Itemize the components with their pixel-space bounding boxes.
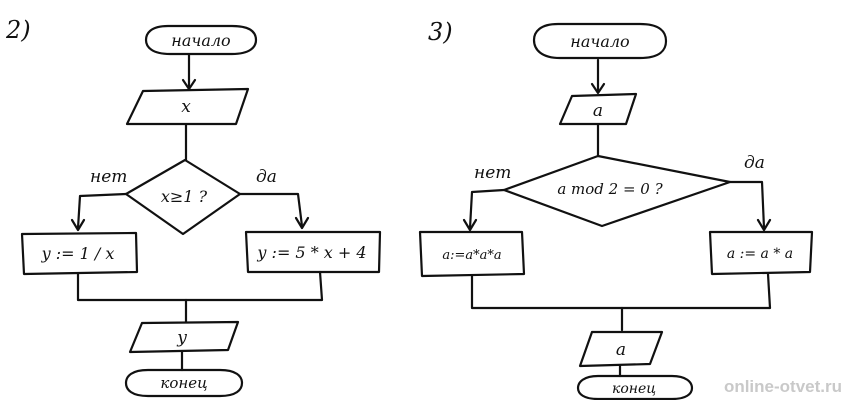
left-input-parallelogram [125, 87, 250, 126]
right-arrowhead-start-input [590, 82, 606, 95]
left-start-text: начало [171, 31, 230, 50]
right-start-text: начало [570, 32, 629, 51]
left-start-terminal [144, 24, 258, 56]
right-yes-arrowhead [756, 218, 772, 232]
left-condition-diamond [124, 158, 242, 236]
right-no-action-text: a:=a*a*a [442, 248, 501, 263]
right-end-terminal [576, 374, 694, 401]
right-yes-action-box [708, 230, 814, 276]
left-output-parallelogram [128, 320, 240, 354]
right-yes-branch [728, 180, 766, 230]
left-flowchart: 2) начало x x≥1 ? нет да y := 1 / x y :=… [5, 16, 382, 398]
left-yes-label: да [256, 167, 277, 187]
right-flowchart-label: 3) [428, 18, 453, 46]
right-input-parallelogram [558, 92, 638, 126]
left-no-arrowhead [70, 218, 86, 232]
right-output-text: a [616, 340, 626, 360]
left-merge-line [76, 270, 324, 302]
left-end-text: конец [160, 374, 207, 392]
left-flowchart-label: 2) [5, 16, 31, 44]
right-flowchart: 3) начало a a mod 2 = 0 ? нет да a:=a*a*… [418, 18, 814, 401]
left-yes-branch [238, 192, 304, 228]
right-no-action-box [418, 230, 526, 278]
left-condition-text: x≥1 ? [161, 187, 208, 206]
right-end-text: конец [612, 381, 656, 397]
left-yes-action-box [244, 230, 382, 274]
left-no-action-text: y := 1 / x [41, 244, 115, 263]
left-yes-action-text: y := 5 * x + 4 [256, 243, 366, 262]
right-start-terminal [532, 22, 668, 60]
right-yes-label: да [744, 153, 765, 173]
right-condition-diamond [502, 154, 732, 228]
right-input-text: a [593, 101, 603, 121]
watermark-text: online-otvet.ru [724, 377, 842, 396]
left-no-label: нет [90, 167, 127, 187]
left-arrowhead-start-input [181, 78, 197, 91]
left-end-terminal [124, 368, 244, 398]
left-no-action-box [20, 231, 139, 276]
left-no-branch [76, 192, 128, 230]
left-input-text: x [181, 97, 191, 117]
right-no-branch [468, 188, 506, 230]
right-output-parallelogram [578, 330, 664, 368]
left-yes-arrowhead [294, 216, 310, 230]
right-merge-line [470, 272, 772, 310]
right-yes-action-text: a := a * a [727, 246, 793, 262]
right-no-arrowhead [462, 218, 478, 232]
right-condition-text: a mod 2 = 0 ? [557, 180, 663, 198]
left-output-text: y [176, 328, 187, 348]
right-no-label: нет [474, 163, 511, 183]
